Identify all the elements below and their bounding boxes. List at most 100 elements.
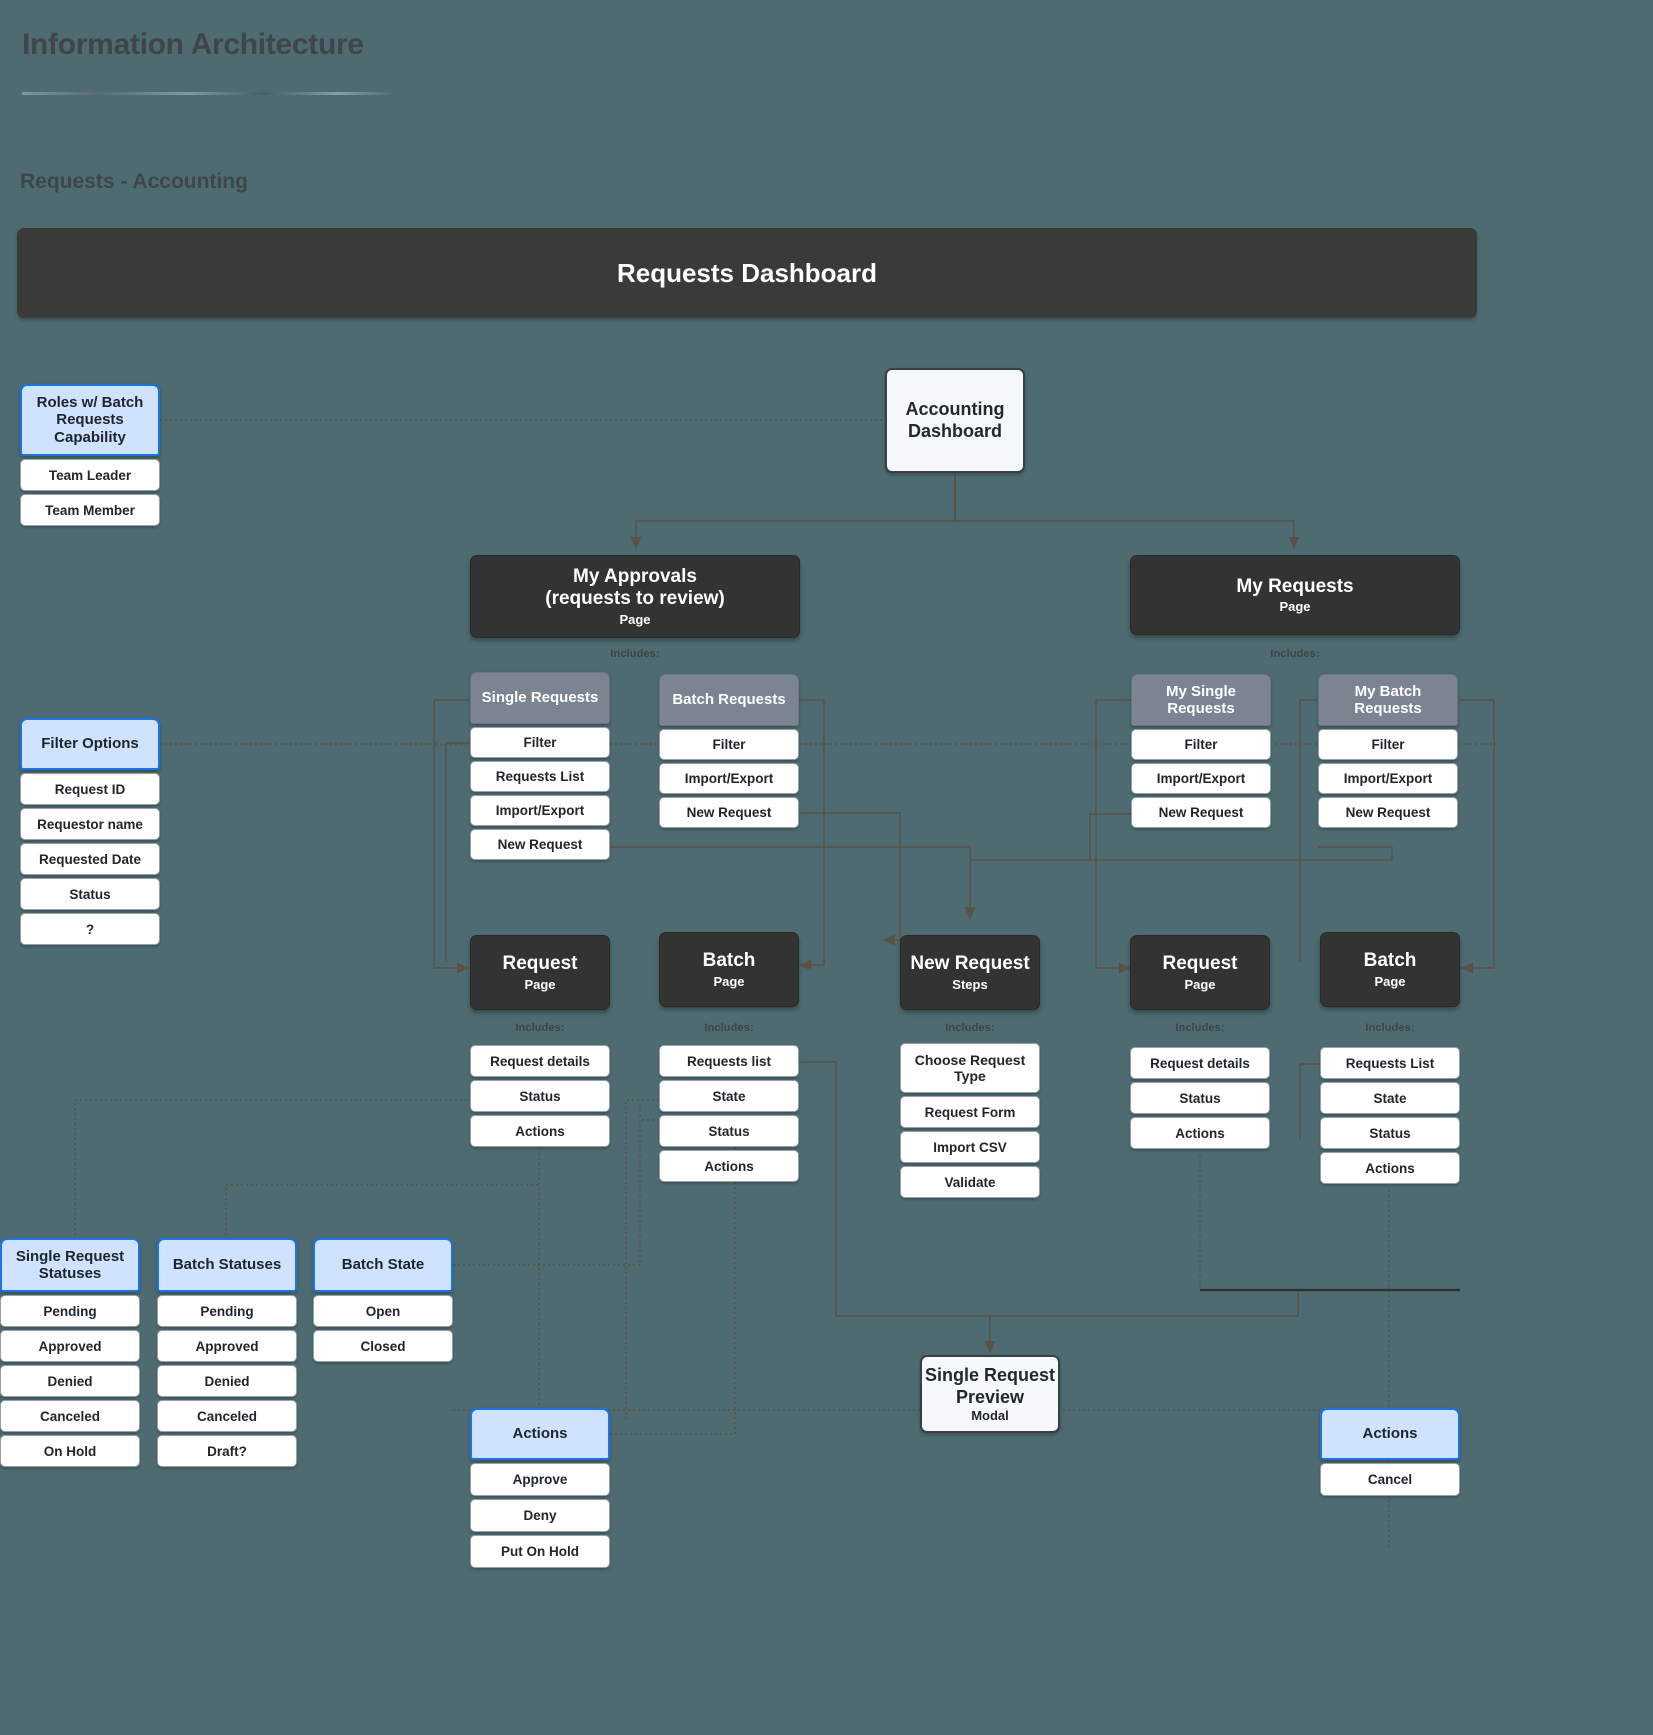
list-item[interactable]: New Request	[1318, 797, 1458, 828]
list-item[interactable]: State	[659, 1080, 799, 1112]
group-header-actions-right: Actions	[1320, 1408, 1460, 1460]
node-request-page-left[interactable]: Request Page	[470, 935, 610, 1010]
requests-dashboard-banner: Requests Dashboard	[17, 228, 1477, 318]
list-item[interactable]: Draft?	[157, 1435, 297, 1467]
list-item[interactable]: Import/Export	[1131, 763, 1271, 794]
group-header-batch-statuses: Batch Statuses	[157, 1238, 297, 1292]
list-item[interactable]: Approved	[157, 1330, 297, 1362]
list-item[interactable]: Choose Request Type	[900, 1043, 1040, 1093]
list-item[interactable]: Requestor name	[20, 808, 160, 840]
list-item[interactable]: Requests list	[659, 1045, 799, 1077]
list-item[interactable]: Team Leader	[20, 459, 160, 491]
includes-label: Includes:	[610, 648, 660, 660]
node-new-request[interactable]: New Request Steps	[900, 935, 1040, 1010]
list-item[interactable]: Deny	[470, 1499, 610, 1532]
list-item[interactable]: Actions	[659, 1150, 799, 1182]
group-request-includes-right: Request details Status Actions	[1130, 1047, 1270, 1149]
includes-label: Includes:	[1270, 648, 1320, 660]
page-title: Information Architecture	[22, 28, 364, 61]
node-my-approvals[interactable]: My Approvals (requests to review) Page	[470, 555, 800, 638]
list-item[interactable]: New Request	[659, 797, 799, 828]
node-type: Page	[1374, 973, 1406, 989]
node-my-requests[interactable]: My Requests Page	[1130, 555, 1460, 635]
list-item[interactable]: Status	[470, 1080, 610, 1112]
list-item[interactable]: Cancel	[1320, 1463, 1460, 1496]
list-item[interactable]: Requested Date	[20, 843, 160, 875]
list-item[interactable]: Request ID	[20, 773, 160, 805]
group-batch-statuses: Batch Statuses Pending Approved Denied C…	[157, 1238, 297, 1467]
list-item[interactable]: Requests List	[470, 761, 610, 792]
list-item[interactable]: Import CSV	[900, 1131, 1040, 1163]
list-item[interactable]: On Hold	[0, 1435, 140, 1467]
node-type: Modal	[971, 1408, 1009, 1424]
node-request-page-right[interactable]: Request Page	[1130, 935, 1270, 1010]
list-item[interactable]: Canceled	[157, 1400, 297, 1432]
list-item[interactable]: ?	[20, 913, 160, 945]
group-actions-right: Actions Cancel	[1320, 1408, 1460, 1496]
list-item[interactable]: Status	[20, 878, 160, 910]
list-item[interactable]: Filter	[659, 729, 799, 760]
list-item[interactable]: Request details	[470, 1045, 610, 1077]
list-item[interactable]: Canceled	[0, 1400, 140, 1432]
list-item[interactable]: Import/Export	[470, 795, 610, 826]
list-item[interactable]: Filter	[470, 727, 610, 758]
section-title: Requests - Accounting	[20, 170, 248, 193]
node-accounting-dashboard[interactable]: Accounting Dashboard	[885, 368, 1025, 473]
list-item[interactable]: Team Member	[20, 494, 160, 526]
group-batch-includes-right: Requests List State Status Actions	[1320, 1047, 1460, 1184]
node-title: Request	[1162, 953, 1238, 975]
list-item[interactable]: Status	[1130, 1082, 1270, 1114]
group-actions-left: Actions Approve Deny Put On Hold	[470, 1408, 610, 1568]
list-item[interactable]: Filter	[1318, 729, 1458, 760]
list-item[interactable]: Requests List	[1320, 1047, 1460, 1079]
list-item[interactable]: Actions	[1130, 1117, 1270, 1149]
node-type: Page	[713, 973, 745, 989]
list-item[interactable]: Status	[1320, 1117, 1460, 1149]
includes-label: Includes:	[515, 1022, 565, 1034]
group-roles: Roles w/ Batch Requests Capability Team …	[20, 384, 160, 526]
group-header-single-request-statuses: Single Request Statuses	[0, 1238, 140, 1292]
list-item[interactable]: Denied	[0, 1365, 140, 1397]
node-type: Steps	[952, 976, 988, 992]
group-header-batch-state: Batch State	[313, 1238, 453, 1292]
list-item[interactable]: Closed	[313, 1330, 453, 1362]
node-batch-page-left[interactable]: Batch Page	[659, 932, 799, 1007]
list-item[interactable]: Open	[313, 1295, 453, 1327]
list-item[interactable]: Filter	[1131, 729, 1271, 760]
node-title: Batch	[1363, 950, 1417, 972]
list-item[interactable]: Status	[659, 1115, 799, 1147]
node-batch-page-right[interactable]: Batch Page	[1320, 932, 1460, 1007]
list-item[interactable]: New Request	[470, 829, 610, 860]
includes-label: Includes:	[945, 1022, 995, 1034]
list-item[interactable]: Import/Export	[659, 763, 799, 794]
list-item[interactable]: Approve	[470, 1463, 610, 1496]
node-title: Batch	[702, 950, 756, 972]
list-item[interactable]: Put On Hold	[470, 1535, 610, 1568]
list-item[interactable]: Request Form	[900, 1096, 1040, 1128]
node-title: Request	[502, 953, 578, 975]
node-title: My Approvals	[573, 566, 697, 588]
node-single-request-preview[interactable]: Single Request Preview Modal	[920, 1355, 1060, 1433]
list-item[interactable]: Denied	[157, 1365, 297, 1397]
list-item[interactable]: Pending	[0, 1295, 140, 1327]
group-batch-state: Batch State Open Closed	[313, 1238, 453, 1362]
group-filter-options: Filter Options Request ID Requestor name…	[20, 718, 160, 945]
group-my-batch-requests: My Batch Requests Filter Import/Export N…	[1318, 674, 1458, 828]
list-item[interactable]: Request details	[1130, 1047, 1270, 1079]
includes-label: Includes:	[1365, 1022, 1415, 1034]
group-my-single-requests: My Single Requests Filter Import/Export …	[1131, 674, 1271, 828]
list-item[interactable]: New Request	[1131, 797, 1271, 828]
list-item[interactable]: Pending	[157, 1295, 297, 1327]
list-item[interactable]: Approved	[0, 1330, 140, 1362]
node-title: Accounting Dashboard	[905, 398, 1005, 441]
group-request-includes-left: Request details Status Actions	[470, 1045, 610, 1147]
node-title: New Request	[910, 953, 1030, 975]
list-item[interactable]: State	[1320, 1082, 1460, 1114]
node-type: Page	[524, 976, 556, 992]
list-item[interactable]: Validate	[900, 1166, 1040, 1198]
list-item[interactable]: Import/Export	[1318, 763, 1458, 794]
list-item[interactable]: Actions	[1320, 1152, 1460, 1184]
group-single-request-statuses: Single Request Statuses Pending Approved…	[0, 1238, 140, 1467]
group-header-my-batch-requests: My Batch Requests	[1318, 674, 1458, 726]
list-item[interactable]: Actions	[470, 1115, 610, 1147]
